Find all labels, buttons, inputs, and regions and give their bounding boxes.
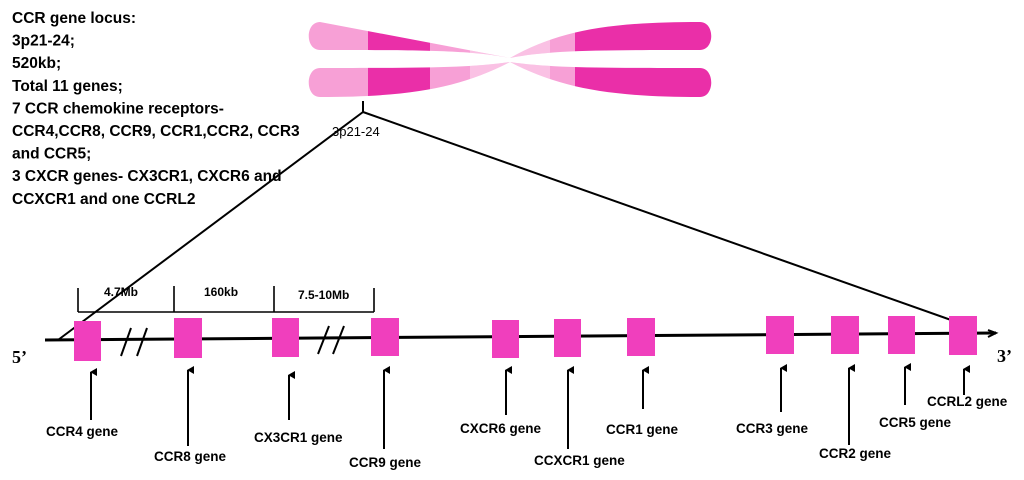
gene-label: CCRL2 gene [927, 394, 1008, 409]
chromosome-band [430, 22, 475, 97]
info-line: 520kb; [12, 55, 61, 72]
scale-label-2: 160kb [204, 285, 238, 299]
zoom-line-left [57, 111, 364, 341]
centromere-highlight [470, 22, 550, 97]
gene-box [74, 321, 101, 361]
locus-line-arrow-end [987, 329, 999, 338]
gene-label: CX3CR1 gene [254, 430, 343, 445]
chromosome-band [640, 22, 712, 97]
gene-box [492, 320, 519, 358]
scale-bracket: 4.7Mb 160kb 7.5-10Mb [77, 285, 375, 313]
gene-label: CXCR6 gene [460, 421, 542, 436]
gene-box [627, 318, 655, 356]
locus-info-text: CCR gene locus: 3p21-24; 520kb; Total 11 ge… [12, 10, 300, 208]
gene-box [888, 316, 915, 354]
three-prime-label: 3’ [997, 346, 1012, 366]
info-line: CCXCR1 and one CCRL2 [12, 191, 195, 208]
gene-box [371, 318, 399, 356]
chromosome-band [545, 22, 575, 97]
info-line: CCR4,CCR8, CCR9, CCR1,CCR2, CCR3 [12, 123, 300, 140]
chromosome-band [308, 22, 368, 97]
info-line: 3p21-24; [12, 33, 75, 50]
chromosome-band [575, 22, 640, 97]
gene-label: CCR8 gene [154, 449, 227, 464]
gene-box [766, 316, 794, 354]
break-mark-2 [317, 325, 345, 355]
gene-label: CCR4 gene [46, 424, 119, 439]
five-prime-label: 5’ [12, 347, 27, 367]
gene-label: CCR1 gene [606, 422, 679, 437]
break-mark-1 [120, 327, 148, 357]
gene-label: CCR3 gene [736, 421, 809, 436]
info-line: CCR gene locus: [12, 10, 136, 27]
chromosome-band [368, 22, 430, 97]
gene-box [554, 319, 581, 357]
gene-label: CCR2 gene [819, 446, 892, 461]
gene-box [831, 316, 859, 354]
info-line: and CCR5; [12, 146, 91, 163]
zoom-line-right [362, 111, 969, 327]
scale-label-3: 7.5-10Mb [298, 288, 349, 302]
gene-box [174, 318, 202, 358]
gene-label: CCR9 gene [349, 455, 422, 470]
chromosome-illustration [308, 22, 712, 97]
info-line: 7 CCR chemokine receptors- [12, 100, 224, 117]
chromosome-band [475, 22, 545, 97]
info-line: 3 CXCR genes- CX3CR1, CXCR6 and [12, 168, 282, 185]
gene-box [949, 316, 977, 355]
gene-label: CCXCR1 gene [534, 453, 625, 468]
info-line: Total 11 genes; [12, 78, 123, 95]
scale-label-1: 4.7Mb [104, 285, 138, 299]
gene-box [272, 318, 299, 357]
band-label: 3p21-24 [332, 124, 380, 139]
gene-label: CCR5 gene [879, 415, 952, 430]
